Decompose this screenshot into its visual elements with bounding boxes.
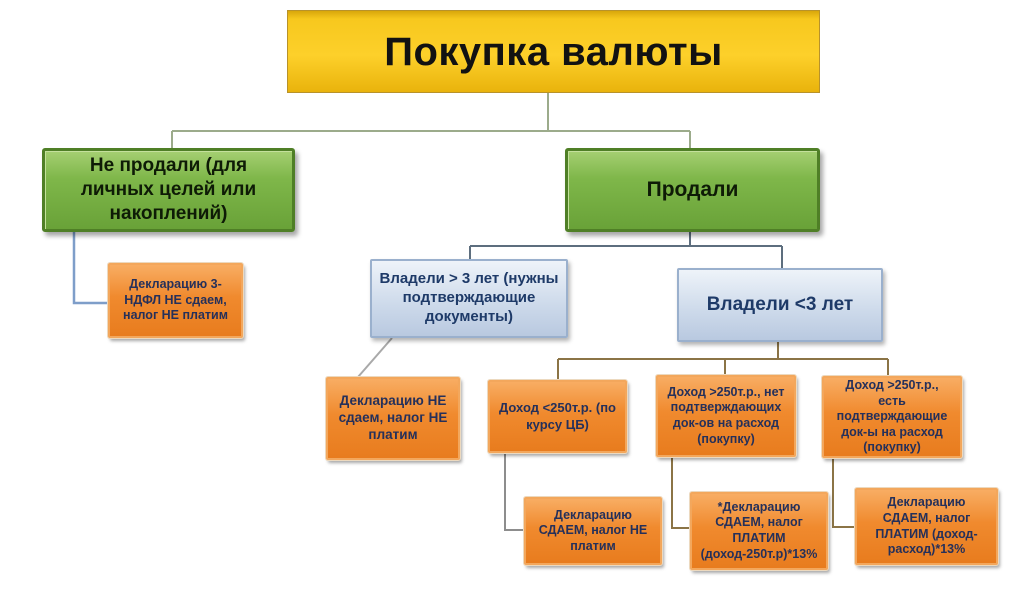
- node-income-over-250-no-docs-label: Доход >250т.р., нет подтверждающих док-о…: [667, 384, 785, 446]
- node-decl-yes-tax-income-expense: Декларацию СДАЕМ, налог ПЛАТИМ (доход-ра…: [855, 488, 998, 565]
- node-owned-more-3y: Владели > 3 лет (нужны подтверждающие до…: [370, 259, 568, 338]
- node-not-sold-label: Не продали (для личных целей или накопле…: [80, 155, 257, 224]
- connector-col3-elbow: [832, 458, 855, 528]
- connector-title-to-branches: [171, 93, 691, 148]
- connector-col1-elbow: [504, 453, 524, 531]
- node-no-decl-no-tax: Декларацию НЕ сдаем, налог НЕ платим: [326, 377, 460, 460]
- node-decl-yes-no-tax: Декларацию СДАЕМ, налог НЕ платим: [524, 497, 662, 565]
- node-not-sold: Не продали (для личных целей или накопле…: [42, 148, 295, 232]
- node-owned-more-3y-label: Владели > 3 лет (нужны подтверждающие до…: [379, 270, 559, 325]
- connector-more3y-diagonal: [357, 337, 393, 378]
- node-income-over-250-no-docs: Доход >250т.р., нет подтверждающих док-о…: [656, 375, 796, 457]
- node-sold: Продали: [565, 148, 820, 232]
- node-decl-yes-tax-minus-250: *Декларацию СДАЕМ, налог ПЛАТИМ (доход-2…: [690, 492, 828, 570]
- node-owned-less-3y: Владели <3 лет: [677, 268, 883, 342]
- node-no-decl-3ndfl-label: Декларацию 3-НДФЛ НЕ сдаем, налог НЕ пла…: [123, 277, 228, 323]
- node-title: Покупка валюты: [287, 10, 820, 93]
- node-income-under-250-label: Доход <250т.р. (по курсу ЦБ): [499, 400, 616, 432]
- node-decl-yes-no-tax-label: Декларацию СДАЕМ, налог НЕ платим: [538, 507, 648, 553]
- node-income-over-250-with-docs: Доход >250т.р., есть подтверждающие док-…: [822, 376, 962, 458]
- node-income-over-250-with-docs-label: Доход >250т.р., есть подтверждающие док-…: [836, 377, 948, 455]
- connector-col2-elbow: [671, 457, 690, 529]
- node-no-decl-3ndfl: Декларацию 3-НДФЛ НЕ сдаем, налог НЕ пла…: [108, 263, 243, 338]
- node-decl-yes-tax-income-expense-label: Декларацию СДАЕМ, налог ПЛАТИМ (доход-ра…: [875, 495, 978, 557]
- node-decl-yes-tax-minus-250-label: *Декларацию СДАЕМ, налог ПЛАТИМ (доход-2…: [700, 499, 818, 561]
- node-income-under-250: Доход <250т.р. (по курсу ЦБ): [488, 380, 627, 453]
- node-owned-less-3y-label: Владели <3 лет: [706, 294, 854, 316]
- node-title-label: Покупка валюты: [384, 29, 723, 74]
- node-sold-label: Продали: [646, 177, 739, 201]
- node-no-decl-no-tax-label: Декларацию НЕ сдаем, налог НЕ платим: [338, 393, 448, 442]
- connector-notsold-to-orange: [72, 232, 108, 305]
